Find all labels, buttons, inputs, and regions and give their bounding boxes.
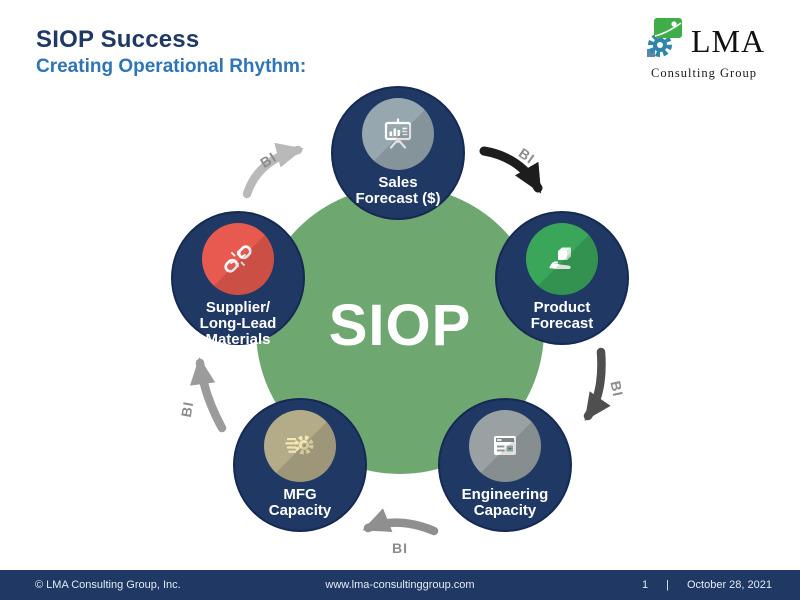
node-sales-forecast: Sales Forecast ($) xyxy=(331,86,465,220)
node-label: Product Forecast xyxy=(530,299,594,332)
bi-label-engineering-mfg: BI xyxy=(392,540,408,556)
node-supplier-materials: Supplier/ Long-Lead Materials xyxy=(171,211,305,348)
node-label: Engineering Capacity xyxy=(461,486,549,519)
page-title: SIOP Success xyxy=(36,26,200,53)
header: SIOP Success Creating Operational Rhythm… xyxy=(36,26,306,78)
presentation-chart-icon xyxy=(362,98,434,170)
browser-window-icon xyxy=(469,410,541,482)
arrow-sales-to-product xyxy=(479,146,543,194)
bi-label-supplier-sales: BI xyxy=(257,149,279,171)
footer-page-number: 1 xyxy=(642,579,649,591)
bi-label-sales-product: BI xyxy=(516,145,538,167)
broken-chain-icon xyxy=(202,223,274,295)
arrow-engineering-to-mfg xyxy=(362,508,439,536)
logo-tagline: Consulting Group xyxy=(651,66,757,80)
footer-website: www.lma-consultinggroup.com xyxy=(325,579,475,591)
footer-date: October 28, 2021 xyxy=(686,579,772,591)
bi-label-mfg-supplier: BI xyxy=(178,400,197,419)
footer-page-info: 1 | October 28, 2021 xyxy=(642,579,772,591)
page-subtitle: Creating Operational Rhythm: xyxy=(36,56,307,77)
gear-speed-icon xyxy=(264,410,336,482)
arrow-mfg-to-supplier xyxy=(189,357,227,433)
logo-gear-icon xyxy=(643,16,689,65)
footer-bar: © LMA Consulting Group, Inc. www.lma-con… xyxy=(0,570,800,600)
logo-name: LMA xyxy=(690,22,766,59)
arrow-product-to-engineering xyxy=(583,347,611,421)
node-product-forecast: Product Forecast xyxy=(495,211,629,345)
node-label: Sales Forecast ($) xyxy=(355,174,441,207)
node-engineering-capacity: Engineering Capacity xyxy=(438,398,572,532)
node-label: MFG Capacity xyxy=(268,486,332,519)
node-mfg-capacity: MFG Capacity xyxy=(233,398,367,532)
center-label: SIOP xyxy=(328,292,472,358)
company-logo: LMA Consulting Group xyxy=(634,16,774,81)
bi-label-product-engineering: BI xyxy=(607,379,626,398)
footer-separator: | xyxy=(666,579,669,591)
arrow-supplier-to-sales xyxy=(242,142,304,199)
hand-holding-box-icon xyxy=(526,223,598,295)
node-label: Supplier/ Long-Lead Materials xyxy=(199,299,277,348)
footer-copyright: © LMA Consulting Group, Inc. xyxy=(35,579,181,591)
